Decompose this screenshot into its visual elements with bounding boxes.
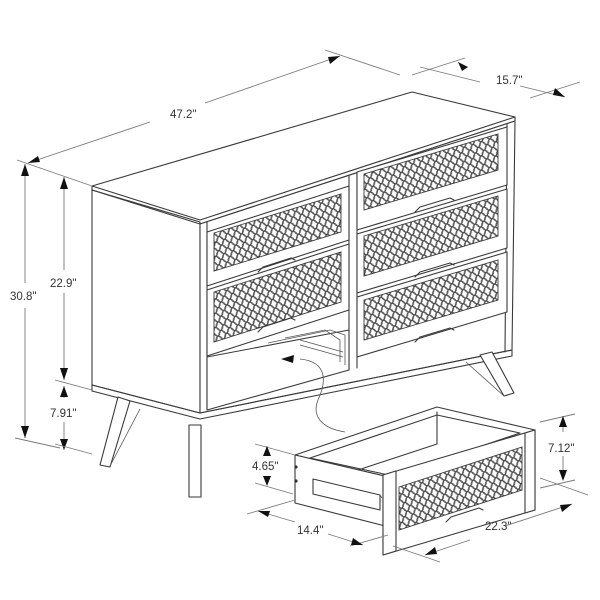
drawer-handle [414,197,455,213]
label-overall-depth: 15.7" [496,75,522,87]
empty-drawer-cavity [206,329,350,411]
drawer-right-top[interactable] [356,126,508,231]
lattice-panel [363,195,499,277]
label-drawer-side-height: 4.65" [252,461,278,473]
lattice-panel [363,259,499,341]
label-cabinet-height: 22.9" [50,278,76,290]
drawer-left-middle[interactable] [206,243,350,357]
lattice-panel [363,133,499,211]
lattice-panel [398,446,523,531]
removed-drawer-front [382,429,536,556]
label-leg-height: 7.91" [50,408,76,420]
lattice-panel [213,251,342,343]
drawer-removal-arrow [281,355,346,433]
drawer-left-top[interactable] [206,185,350,287]
drawer-handle [257,317,296,333]
leg-front-right [479,351,515,397]
drawer-handle [414,327,455,343]
leg-front-left [188,424,202,498]
dresser-side-panel [91,189,201,414]
label-overall-width: 47.2" [170,109,196,121]
label-drawer-depth: 14.4" [297,525,323,537]
dimension-lines [14,49,589,563]
drawer-handle [257,257,296,273]
leg-back-left [99,396,131,468]
removed-drawer [294,406,536,556]
drawer-right-middle[interactable] [356,188,508,294]
dimension-labels: 47.2" 15.7" 30.8" 22.9" 7.91" 4.65" 14.4… [10,75,574,537]
legs [99,351,515,498]
label-overall-height: 30.8" [10,291,36,303]
drawer-handle [445,507,484,523]
drawer-right-bottom[interactable] [356,251,508,358]
drawer-handle [414,262,455,278]
label-drawer-front-width: 22.3" [485,521,511,533]
label-drawer-front-height: 7.12" [548,443,574,455]
lattice-panel [213,193,342,272]
